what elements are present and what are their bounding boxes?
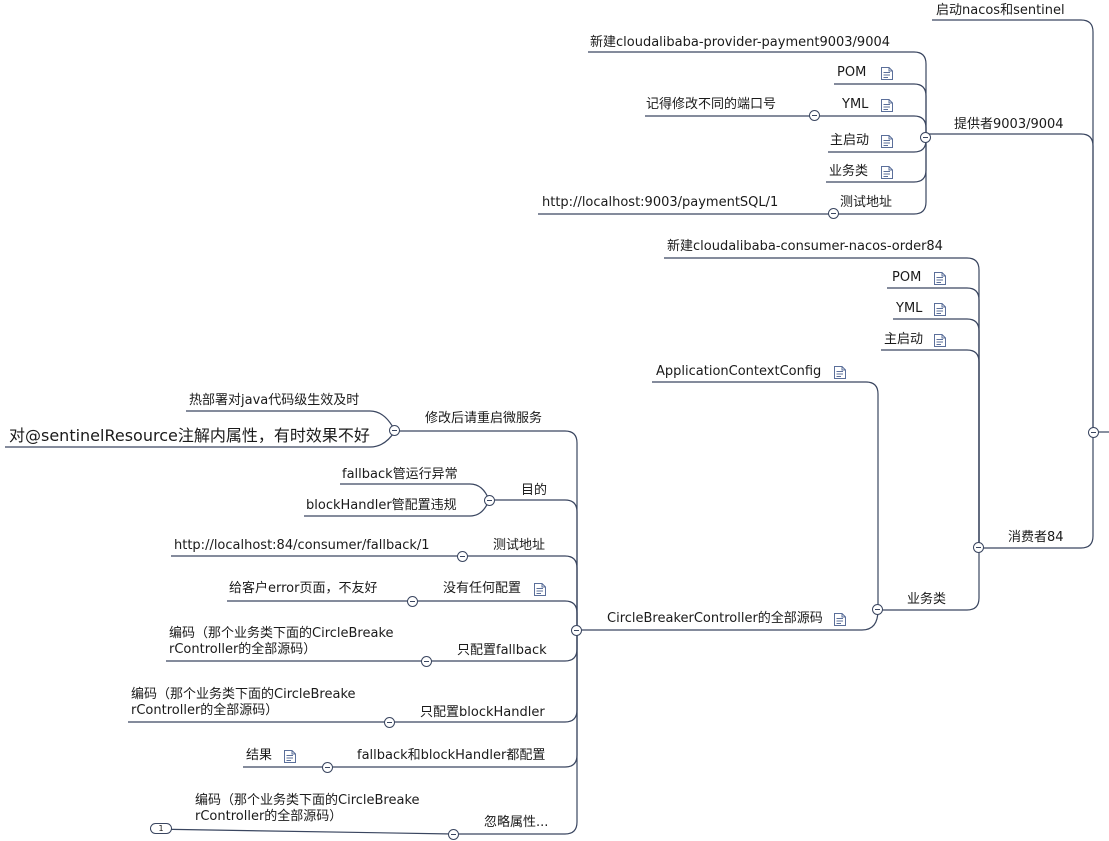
- node-no-config-result[interactable]: 给客户error页面，不友好: [229, 581, 378, 596]
- node-provider-test-address[interactable]: 测试地址: [840, 195, 893, 210]
- conn-provider-yml: [815, 115, 927, 138]
- collapse-icon-test[interactable]: [457, 551, 468, 562]
- node-provider-pom[interactable]: POM: [837, 65, 867, 80]
- note-icon[interactable]: [933, 333, 947, 348]
- conn-cbc-noconfig: [412, 600, 578, 630]
- node-consumer[interactable]: 消费者84: [1008, 530, 1064, 545]
- collapse-icon-cbc[interactable]: [571, 625, 582, 636]
- node-consumer-business-class[interactable]: 业务类: [907, 592, 947, 607]
- node-only-blockhandler[interactable]: 只配置blockHandler: [420, 705, 545, 720]
- node-provider-yml[interactable]: YML: [842, 97, 869, 112]
- node-consumer-pom[interactable]: POM: [892, 270, 922, 285]
- conn-provider-test: [834, 138, 927, 215]
- conn-cbc-goal: [489, 499, 578, 630]
- node-restart-service[interactable]: 修改后请重启微服务: [425, 411, 543, 426]
- conn-consumer-new: [664, 257, 980, 548]
- conn-root-start: [932, 19, 1094, 432]
- node-application-context-config[interactable]: ApplicationContextConfig: [656, 364, 822, 379]
- expand-count-badge[interactable]: 1: [150, 823, 172, 834]
- note-icon[interactable]: [533, 582, 547, 597]
- conn-cbc-ignore: [453, 630, 578, 835]
- conn-consumer-biz: [903, 548, 980, 611]
- node-result[interactable]: 结果: [246, 748, 273, 763]
- node-provider-main-class[interactable]: 主启动: [830, 133, 870, 148]
- conn-provider-pom: [834, 83, 927, 138]
- node-annotation-note[interactable]: 对@sentinelResource注解内属性，有时效果不好: [9, 426, 370, 445]
- node-hot-deploy[interactable]: 热部署对java代码级生效及时: [189, 393, 360, 408]
- node-consumer-main-class[interactable]: 主启动: [884, 332, 924, 347]
- node-test-address[interactable]: 测试地址: [493, 538, 546, 553]
- conn-biz-appctx: [652, 381, 879, 610]
- note-icon[interactable]: [880, 98, 894, 113]
- note-icon[interactable]: [283, 749, 297, 764]
- collapse-icon-consumer-biz[interactable]: [872, 604, 883, 615]
- note-icon[interactable]: [833, 612, 847, 627]
- collapse-icon-restart[interactable]: [389, 425, 400, 436]
- node-fallback-runtime[interactable]: fallback管运行异常: [342, 467, 458, 482]
- collapse-icon-provider-test[interactable]: [828, 208, 839, 219]
- conn-provider-new: [588, 51, 927, 138]
- collapse-icon-consumer[interactable]: [973, 542, 984, 553]
- collapse-icon-only-fallback[interactable]: [421, 656, 432, 667]
- node-provider[interactable]: 提供者9003/9004: [954, 117, 1064, 132]
- note-icon[interactable]: [880, 66, 894, 81]
- collapse-icon-only-blockhandler[interactable]: [384, 717, 395, 728]
- conn-root-provider: [926, 133, 1094, 432]
- note-icon[interactable]: [833, 365, 847, 380]
- note-icon[interactable]: [933, 271, 947, 286]
- node-consumer-yml[interactable]: YML: [896, 301, 923, 316]
- conn-cbc-test: [462, 555, 578, 630]
- node-provider-test-url[interactable]: http://localhost:9003/paymentSQL/1: [542, 195, 779, 210]
- node-goal[interactable]: 目的: [521, 483, 548, 498]
- node-only-fallback[interactable]: 只配置fallback: [457, 643, 547, 658]
- note-icon[interactable]: [880, 134, 894, 149]
- node-consumer-new-module[interactable]: 新建cloudalibaba-consumer-nacos-order84: [667, 239, 943, 254]
- conn-root-consumer: [979, 432, 1094, 549]
- collapse-icon-provider-yml[interactable]: [809, 110, 820, 121]
- collapse-icon-ignore[interactable]: [448, 829, 459, 840]
- collapse-icon-both[interactable]: [322, 762, 333, 773]
- node-only-blockhandler-code[interactable]: 编码（那个业务类下面的CircleBreake rController的全部源码…: [131, 687, 356, 718]
- node-no-config[interactable]: 没有任何配置: [443, 581, 522, 596]
- node-provider-business-class[interactable]: 业务类: [829, 164, 869, 179]
- node-provider-new-module[interactable]: 新建cloudalibaba-provider-payment9003/9004: [590, 35, 891, 50]
- node-ignore-code[interactable]: 编码（那个业务类下面的CircleBreake rController的全部源码…: [195, 793, 420, 824]
- node-provider-yml-note[interactable]: 记得修改不同的端口号: [646, 97, 777, 112]
- node-ignore-attributes[interactable]: 忽略属性...: [484, 815, 549, 830]
- node-test-url[interactable]: http://localhost:84/consumer/fallback/1: [174, 538, 430, 553]
- note-icon[interactable]: [933, 302, 947, 317]
- node-both-configured[interactable]: fallback和blockHandler都配置: [357, 748, 546, 763]
- conn-consumer-yml: [893, 318, 980, 548]
- node-only-fallback-code[interactable]: 编码（那个业务类下面的CircleBreake rController的全部源码…: [169, 626, 394, 657]
- conn-ignore-code: [149, 828, 454, 835]
- conn-consumer-pom: [887, 287, 980, 548]
- conn-cbc-restart: [395, 430, 578, 630]
- node-start-nacos-sentinel[interactable]: 启动nacos和sentinel: [936, 3, 1065, 18]
- collapse-icon-root[interactable]: [1088, 427, 1099, 438]
- node-circle-breaker-controller[interactable]: CircleBreakerController的全部源码: [607, 611, 823, 626]
- note-icon[interactable]: [880, 165, 894, 180]
- collapse-icon-no-config[interactable]: [407, 596, 418, 607]
- node-blockhandler-config[interactable]: blockHandler管配置违规: [306, 498, 457, 513]
- collapse-icon-goal[interactable]: [484, 495, 495, 506]
- collapse-icon-provider[interactable]: [920, 132, 931, 143]
- conn-consumer-main: [881, 349, 980, 548]
